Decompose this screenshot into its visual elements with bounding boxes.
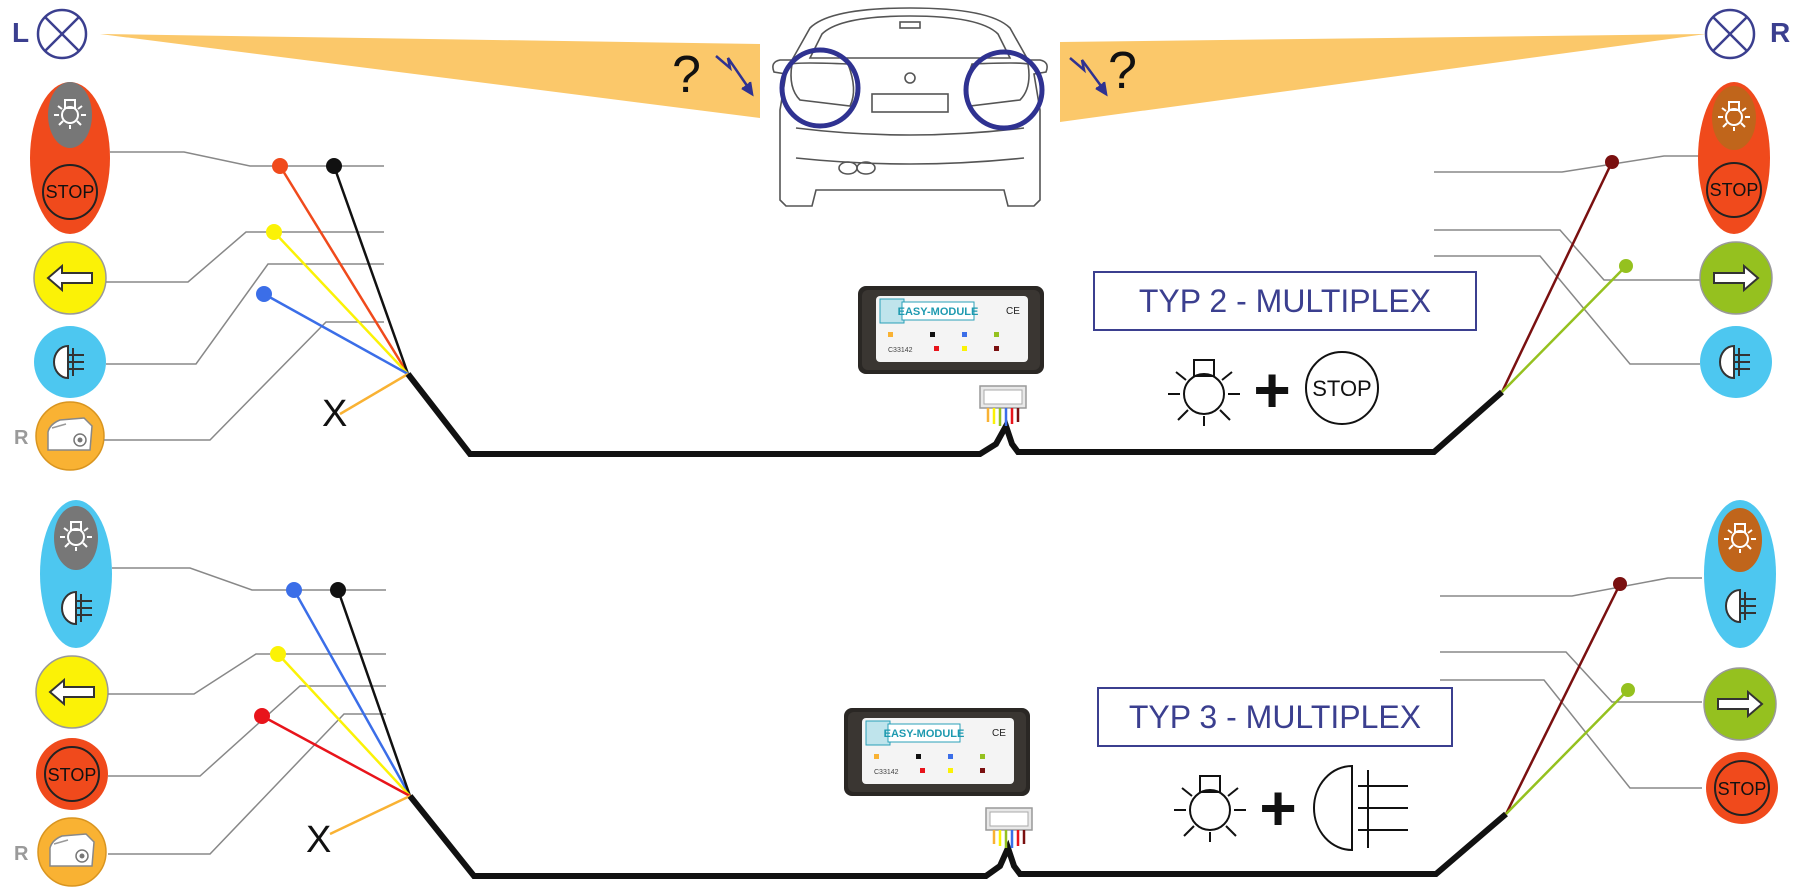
- svg-text:STOP: STOP: [1718, 779, 1767, 799]
- car-rear-icon: [772, 7, 1048, 207]
- right-side-label: R: [1770, 17, 1790, 48]
- stop-icon: STOP: [1305, 351, 1379, 425]
- svg-text:+: +: [1253, 354, 1290, 426]
- lamp-cross-icon: [1704, 8, 1756, 60]
- right-junction-dot: [1613, 577, 1627, 591]
- svg-text:C33142: C33142: [888, 347, 913, 354]
- left-taillight-highlight: [779, 47, 861, 129]
- left-junction-dots-2: [254, 582, 346, 724]
- stop-lamp-left: STOP: [36, 738, 108, 810]
- typ3-title-box: TYP 3 - MULTIPLEX: [1097, 687, 1453, 747]
- module-icon: EASY-MODULE CE C33142: [857, 285, 1045, 375]
- right-junction-dot: [1621, 683, 1635, 697]
- left-junction-dots-1: [256, 158, 342, 302]
- right-colored-wires-2: [1504, 583, 1629, 815]
- left-turn-signal-lamp: [33, 241, 107, 315]
- left-question-mark: ?: [672, 46, 701, 104]
- connector-icon: [978, 384, 1028, 428]
- unused-wire-mark: X: [322, 393, 347, 435]
- left-light-beam: [100, 34, 760, 118]
- position-fog-lamp-left: [40, 500, 112, 648]
- module-icon: EASY-MODULE CE C33142: [843, 707, 1031, 797]
- svg-text:STOP: STOP: [1710, 180, 1759, 200]
- svg-text:CE: CE: [1006, 306, 1020, 317]
- left-gray-leads-1: [104, 151, 384, 441]
- typ2-formula: + STOP: [1168, 351, 1379, 426]
- right-colored-wires-1: [1500, 161, 1627, 393]
- bulb-icon: [1174, 775, 1246, 842]
- svg-text:L: L: [12, 17, 29, 48]
- right-taillight-highlight: [963, 49, 1045, 131]
- stop-lamp-right: STOP: [1706, 752, 1778, 824]
- right-junction-dot: [1605, 155, 1619, 169]
- left-fault-arrow-icon: [715, 55, 754, 97]
- typ3-title: TYP 3 - MULTIPLEX: [1129, 699, 1421, 735]
- main-harness-2: [407, 794, 1508, 879]
- right-question-mark: ?: [1108, 42, 1137, 100]
- left-colored-wires-2: [261, 589, 412, 836]
- right-junction-dot: [1619, 259, 1633, 273]
- unused-wire-mark: X: [306, 819, 331, 861]
- reverse-marker: R: [14, 843, 29, 865]
- reverse-marker: R: [14, 427, 29, 449]
- svg-text:STOP: STOP: [48, 765, 97, 785]
- left-colored-wires-1: [263, 165, 410, 416]
- position-stop-lamp-left: STOP: [30, 82, 110, 234]
- reverse-light-icon: [37, 817, 107, 887]
- reverse-light-icon: [35, 401, 105, 471]
- typ2-title: TYP 2 - MULTIPLEX: [1139, 283, 1431, 319]
- left-side-label: L: [12, 17, 29, 48]
- svg-text:STOP: STOP: [1312, 376, 1372, 401]
- left-gray-leads-2: [108, 567, 386, 855]
- position-fog-lamp-right: [1704, 500, 1776, 648]
- svg-text:R: R: [1770, 17, 1790, 48]
- svg-text:CE: CE: [992, 728, 1006, 739]
- right-turn-signal-lamp: [1703, 667, 1777, 741]
- right-light-beam: [1060, 34, 1706, 122]
- left-turn-signal-lamp: [35, 655, 109, 729]
- fog-light-icon: [1700, 326, 1772, 398]
- typ2-title-box: TYP 2 - MULTIPLEX: [1093, 271, 1477, 331]
- svg-text:EASY-MODULE: EASY-MODULE: [884, 728, 965, 740]
- fog-light-icon: [34, 326, 106, 398]
- svg-text:+: +: [1259, 772, 1296, 844]
- svg-text:STOP: STOP: [46, 182, 95, 202]
- lamp-cross-icon: [36, 8, 88, 60]
- position-stop-lamp-right: STOP: [1698, 82, 1770, 234]
- fog-light-icon: [1313, 764, 1408, 852]
- right-fault-arrow-icon: [1069, 57, 1108, 97]
- right-gray-leads-1: [1434, 155, 1700, 365]
- bulb-icon: [1168, 359, 1240, 426]
- svg-text:EASY-MODULE: EASY-MODULE: [898, 306, 979, 318]
- typ3-formula: +: [1174, 764, 1408, 852]
- svg-text:C33142: C33142: [874, 769, 899, 776]
- right-turn-signal-lamp: [1699, 241, 1773, 315]
